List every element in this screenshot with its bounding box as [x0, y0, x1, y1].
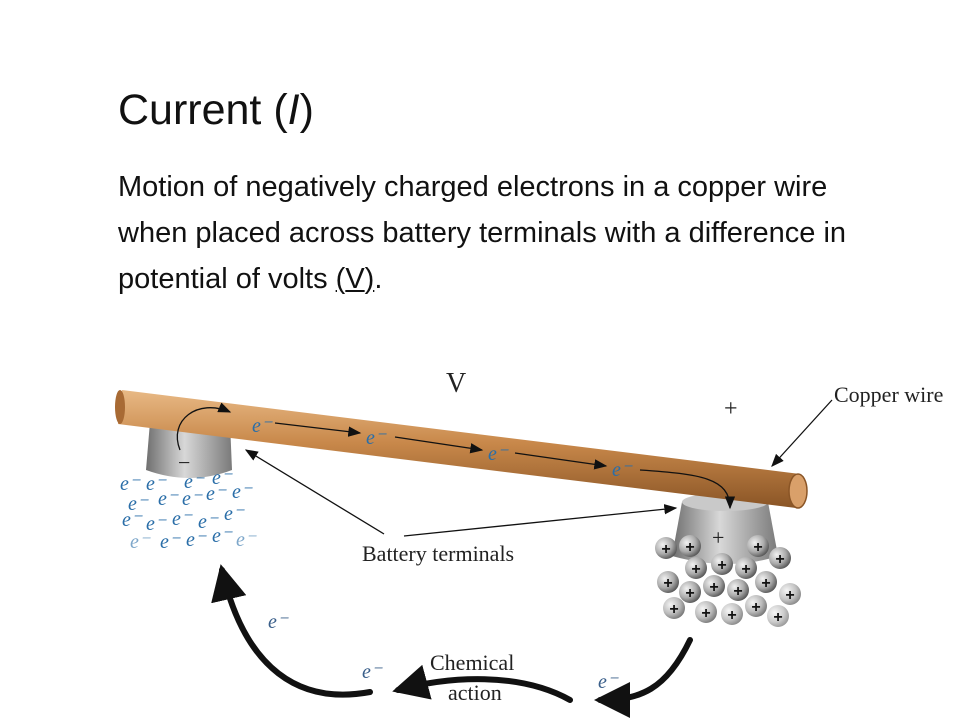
positive-terminal-sign: + [712, 525, 724, 550]
svg-text:+: + [701, 605, 710, 622]
ion: + [779, 583, 801, 605]
ion: + [727, 579, 749, 601]
electron-label: e⁻ [252, 415, 273, 437]
body-sentence: Motion of negatively charged electrons i… [118, 171, 847, 295]
ion: + [769, 547, 791, 569]
ion: + [685, 557, 707, 579]
svg-text:+: + [733, 583, 742, 600]
electron-label: e⁻ [172, 508, 193, 530]
electron-label: e⁻ [268, 611, 289, 633]
svg-text:+: + [663, 575, 672, 592]
electron-label: e⁻ [146, 513, 167, 535]
electron-label: e⁻ [182, 488, 203, 510]
ion: + [657, 571, 679, 593]
copper-wire [115, 390, 808, 509]
svg-text:+: + [775, 551, 784, 568]
electron-label: e⁻ [120, 473, 141, 495]
ion: + [745, 595, 767, 617]
svg-text:+: + [685, 539, 694, 556]
electron-label: e⁻ [612, 459, 633, 481]
ion: + [767, 605, 789, 627]
svg-text:+: + [751, 599, 760, 616]
electron-label: e⁻ [488, 443, 509, 465]
ion: + [703, 575, 725, 597]
electron-label: e⁻ [186, 529, 207, 551]
electron-label: e⁻ [146, 473, 167, 495]
ion: + [735, 557, 757, 579]
electron-cloud: e⁻ e⁻ e⁻ e⁻ e⁻ e⁻ e⁻ e⁻ e⁻ e⁻ e⁻ e⁻ e⁻ e… [120, 467, 257, 553]
electron-label: e⁻ [128, 493, 149, 515]
chemical-action-loop [211, 564, 693, 718]
wire-electron-labels: e⁻ e⁻ e⁻ e⁻ [252, 415, 633, 481]
ion: + [721, 603, 743, 625]
electron-label: e⁻ [362, 661, 383, 683]
svg-text:+: + [741, 561, 750, 578]
electron-label: e⁻ [366, 427, 387, 449]
electron-label: e⁻ [212, 467, 233, 489]
svg-text:+: + [685, 585, 694, 602]
battery-terminal-pointer-left [244, 449, 385, 535]
voltage-label: V [446, 368, 466, 399]
electron-label: e⁻ [158, 488, 179, 510]
battery-terminals-label: Battery terminals [362, 541, 514, 566]
slide-title: Current (I) [118, 86, 314, 134]
chemical-action-label-line2: action [448, 680, 502, 705]
pointer-arrows [244, 399, 833, 537]
ion: + [755, 571, 777, 593]
ion: + [655, 537, 677, 559]
copper-wire-pointer [771, 399, 833, 467]
battery-terminal-pointer-right [403, 504, 678, 537]
positive-ions: + + + + + + + + + + + + + + + + + + [655, 535, 801, 627]
ion: + [679, 535, 701, 557]
electron-label: e⁻ [130, 531, 151, 553]
body-unit: V [345, 263, 365, 295]
slide-body-text: Motion of negatively charged electrons i… [118, 171, 847, 295]
negative-terminal-sign: − [178, 450, 190, 475]
ion: + [711, 553, 733, 575]
electron-flow-path [176, 402, 736, 510]
title-text: Current [118, 86, 262, 134]
electron-label: e⁻ [184, 471, 205, 493]
svg-text:+: + [717, 557, 726, 574]
electron-label: e⁻ [122, 509, 143, 531]
electron-label: e⁻ [198, 511, 219, 533]
loop-electron-labels: e⁻ e⁻ e⁻ [268, 611, 619, 693]
ion: + [679, 581, 701, 603]
svg-text:+: + [761, 575, 770, 592]
electron-label: e⁻ [160, 531, 181, 553]
copper-wire-label: Copper wire [834, 382, 943, 407]
svg-text:+: + [709, 579, 718, 596]
svg-text:+: + [661, 541, 670, 558]
electron-label: e⁻ [224, 503, 245, 525]
ion: + [663, 597, 685, 619]
electron-label: e⁻ [236, 529, 257, 551]
wire-positive-sign: + [724, 396, 738, 422]
electron-label: e⁻ [598, 671, 619, 693]
svg-text:+: + [753, 539, 762, 556]
title-symbol: I [287, 86, 300, 134]
svg-text:+: + [669, 601, 678, 618]
electron-label: e⁻ [206, 483, 227, 505]
svg-text:+: + [691, 561, 700, 578]
svg-text:+: + [727, 607, 736, 624]
chemical-action-label-line1: Chemical [430, 650, 514, 675]
svg-text:+: + [773, 609, 782, 626]
ion: + [747, 535, 769, 557]
svg-text:+: + [785, 587, 794, 604]
electron-label: e⁻ [212, 525, 233, 547]
electron-label: e⁻ [232, 481, 253, 503]
ion: + [695, 601, 717, 623]
